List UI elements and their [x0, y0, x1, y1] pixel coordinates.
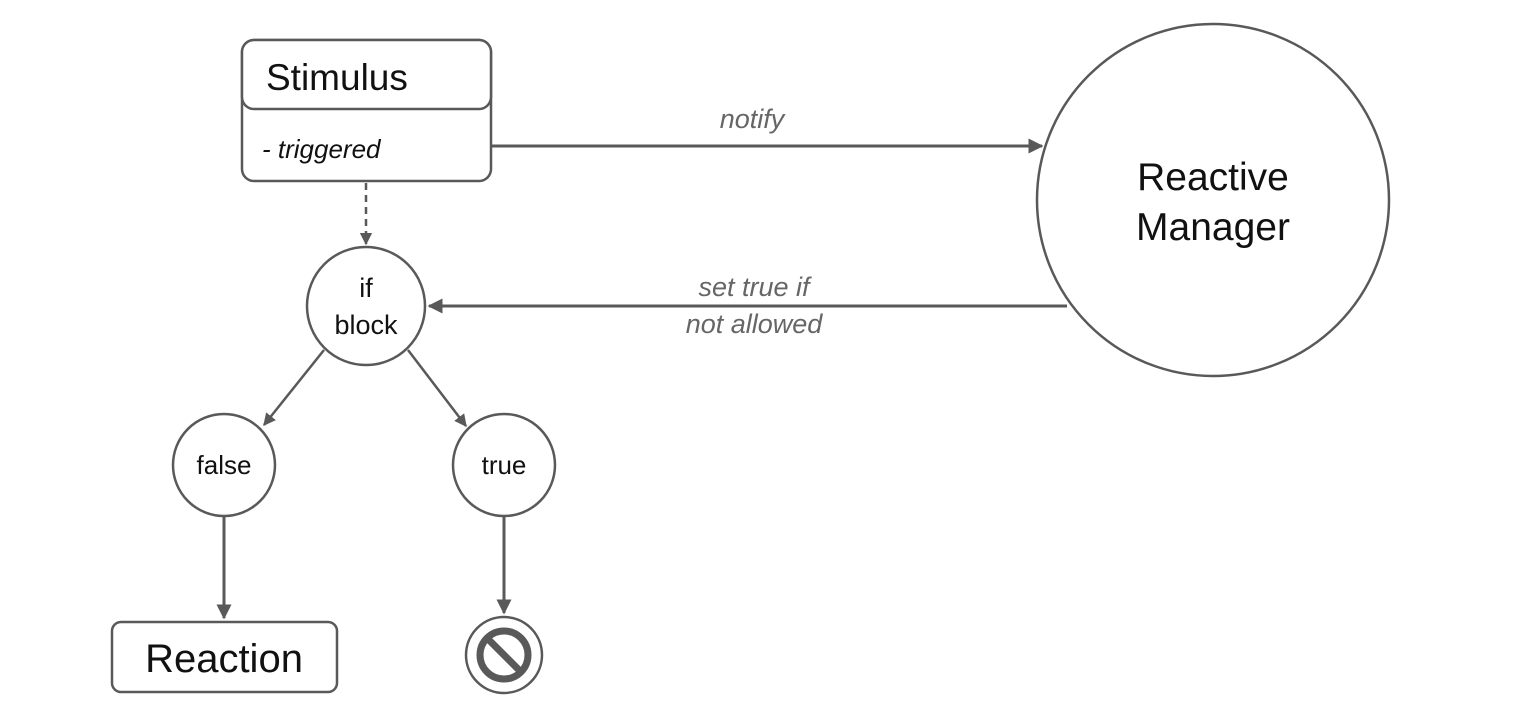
false-node[interactable]: false: [171, 412, 277, 518]
false-label: false: [197, 450, 252, 480]
stimulus-attribute: - triggered: [262, 134, 382, 164]
false-branch-arrow: [263, 349, 325, 426]
set-true-label-line1: set true if: [698, 272, 812, 302]
true-node[interactable]: true: [451, 412, 557, 518]
reactive-manager-label-line1: Reactive: [1137, 156, 1289, 199]
notify-edge: notify: [491, 104, 1044, 154]
stimulus-header: [240, 38, 493, 111]
reactive-manager-circle: [1035, 22, 1391, 378]
if-block-label-line1: if: [359, 273, 373, 303]
if-block-label-line2: block: [334, 310, 398, 340]
prohibited-icon: [464, 615, 544, 695]
reactive-manager-node[interactable]: Reactive Manager: [1035, 22, 1391, 378]
true-label: true: [482, 450, 527, 480]
true-branch-arrow: [407, 349, 467, 427]
reaction-node[interactable]: Reaction: [110, 620, 339, 694]
stimulus-node[interactable]: Stimulus - triggered: [240, 38, 493, 183]
set-true-label-line2: not allowed: [686, 309, 824, 339]
reaction-box: [110, 620, 339, 694]
if-block-node[interactable]: if block: [305, 245, 427, 367]
set-true-edge: set true if not allowed: [427, 272, 1067, 339]
if-block-circle: [305, 245, 427, 367]
reactive-manager-label-line2: Manager: [1136, 206, 1290, 249]
notify-label: notify: [720, 104, 786, 134]
reaction-label: Reaction: [145, 637, 303, 681]
stimulus-title: Stimulus: [266, 57, 408, 98]
